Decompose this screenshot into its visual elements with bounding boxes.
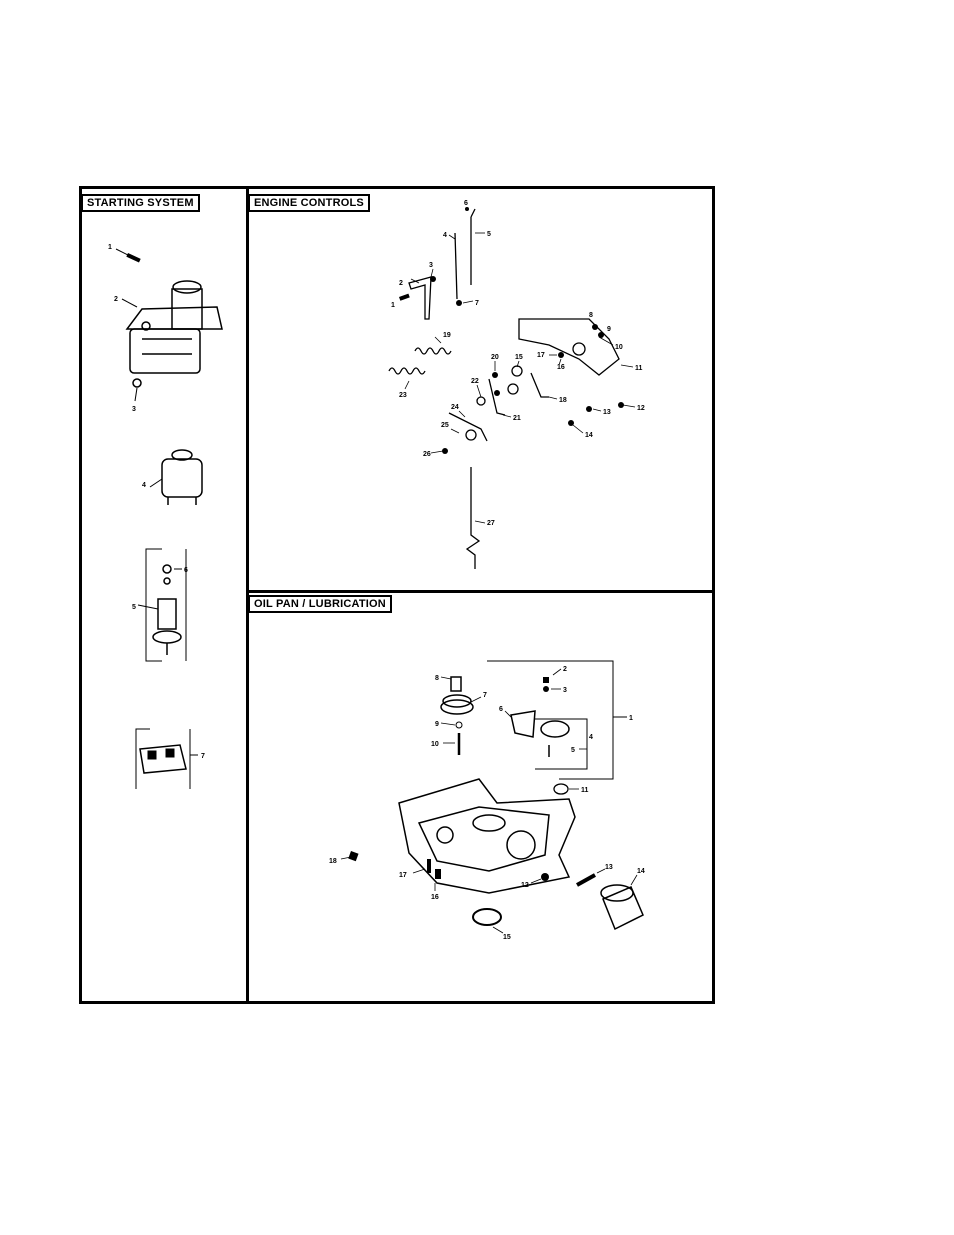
starting-system-drawing: 1 2 3 4 5 6 7: [82, 189, 249, 1001]
o-ring: [554, 784, 568, 794]
drive-kit: [138, 549, 186, 661]
callout-7: 7: [475, 300, 479, 307]
oil-pump-bracket: [487, 661, 613, 779]
oil-seal: [473, 909, 501, 925]
callout-7: 7: [483, 692, 487, 699]
starter-motor: [127, 281, 222, 373]
callout-12: 12: [521, 882, 529, 889]
callout-23: 23: [399, 392, 407, 399]
callout-1: 1: [108, 244, 112, 251]
callout-13: 13: [605, 864, 613, 871]
diagram-frame: STARTING SYSTEM: [79, 186, 715, 1004]
starter-solenoid: [150, 450, 202, 505]
callout-14: 14: [637, 868, 645, 875]
callout-27: 27: [487, 520, 495, 527]
callout-8: 8: [589, 312, 593, 319]
callout-17: 17: [537, 352, 545, 359]
speed-control-lever: [449, 413, 487, 441]
callout-15: 15: [503, 934, 511, 941]
callout-2: 2: [114, 296, 118, 303]
engine-controls-drawing: 1 2 3 4 5 6 7 8 9 10 11 12 13 14 15 16 1…: [249, 189, 715, 593]
governor-rod: [455, 233, 457, 299]
choke-rod: [467, 467, 479, 569]
callout-5: 5: [571, 747, 575, 754]
callout-7: 7: [201, 753, 205, 760]
governor-lever: [409, 277, 431, 319]
oil-pump-gear: [441, 677, 473, 714]
oil-pan-drawing: 1 2 3 4 5 6 7 8 9 10 11 12 13 14 15 16 1…: [249, 593, 715, 1001]
callout-4: 4: [443, 232, 447, 239]
brush-assembly: [136, 729, 198, 789]
callout-4: 4: [589, 734, 593, 741]
throttle-lever: [489, 379, 505, 415]
choke-lever: [531, 373, 549, 397]
callout-20: 20: [491, 354, 499, 361]
callout-12: 12: [637, 405, 645, 412]
callout-9: 9: [435, 721, 439, 728]
callout-3: 3: [563, 687, 567, 694]
oil-pump-subbracket: [535, 719, 587, 769]
oil-filter-nipple: [577, 875, 595, 885]
callout-3: 3: [132, 406, 136, 413]
callout-1: 1: [629, 715, 633, 722]
oil-pump-cover: [511, 711, 535, 737]
callout-19: 19: [443, 332, 451, 339]
callout-11: 11: [635, 365, 643, 372]
callout-16: 16: [557, 364, 565, 371]
callout-6: 6: [499, 706, 503, 713]
control-bracket: [519, 319, 619, 375]
callout-21: 21: [513, 415, 521, 422]
callout-18: 18: [329, 858, 337, 865]
governor-spring: [415, 348, 451, 354]
callout-17: 17: [399, 872, 407, 879]
callout-6: 6: [464, 200, 468, 207]
callout-25: 25: [441, 422, 449, 429]
callout-4: 4: [142, 482, 146, 489]
starter-nut: [133, 379, 141, 401]
callout-10: 10: [615, 344, 623, 351]
callout-15: 15: [515, 354, 523, 361]
callout-2: 2: [563, 666, 567, 673]
callout-5: 5: [487, 231, 491, 238]
callout-6: 6: [184, 567, 188, 574]
callout-2: 2: [399, 280, 403, 287]
callout-10: 10: [431, 741, 439, 748]
callout-16: 16: [431, 894, 439, 901]
engine-controls-panel: ENGINE CONTROLS: [249, 189, 715, 593]
callout-5: 5: [132, 604, 136, 611]
callout-24: 24: [451, 404, 459, 411]
throttle-linkage: [471, 209, 475, 285]
callout-3: 3: [429, 262, 433, 269]
callout-11: 11: [581, 787, 589, 794]
callout-9: 9: [607, 326, 611, 333]
callout-14: 14: [585, 432, 593, 439]
callout-18: 18: [559, 397, 567, 404]
callout-8: 8: [435, 675, 439, 682]
oil-pan-panel: OIL PAN / LUBRICATION: [249, 593, 715, 1001]
starter-bolt: [116, 249, 141, 263]
callout-26: 26: [423, 451, 431, 458]
callout-22: 22: [471, 378, 479, 385]
choke-spring: [389, 368, 425, 374]
callout-13: 13: [603, 409, 611, 416]
oil-filter: [601, 885, 643, 929]
starting-system-panel: STARTING SYSTEM: [82, 189, 249, 1001]
callout-1: 1: [391, 302, 395, 309]
oil-pump-rotor: [541, 721, 569, 737]
